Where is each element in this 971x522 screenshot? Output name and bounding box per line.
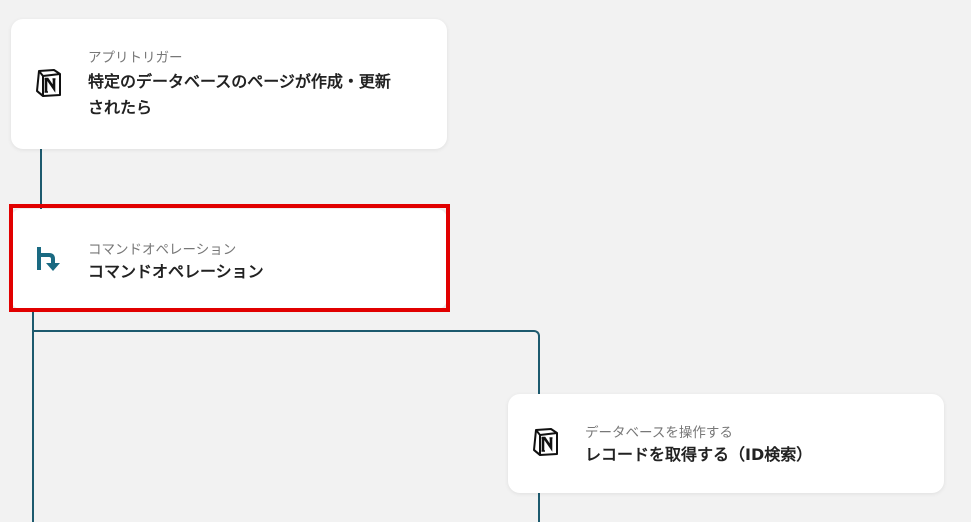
trigger-card[interactable]: アプリトリガー 特定のデータベースのページが作成・更新 されたら (11, 19, 447, 149)
connector-database-down (538, 492, 540, 522)
database-subtitle: データベースを操作する (585, 425, 733, 441)
branch-arrow-icon (32, 241, 68, 277)
trigger-subtitle: アプリトリガー (88, 50, 183, 66)
connector-command-down-left (32, 310, 34, 522)
notion-icon (33, 67, 65, 99)
trigger-title: 特定のデータベースのページが作成・更新 されたら (88, 72, 391, 117)
notion-icon (530, 426, 562, 458)
database-operation-card[interactable]: データベースを操作する レコードを取得する（ID検索） (508, 394, 944, 493)
command-title: コマンドオペレーション (88, 262, 264, 281)
connector-branch-right (33, 330, 540, 394)
command-subtitle: コマンドオペレーション (88, 242, 237, 258)
database-title: レコードを取得する（ID検索） (585, 445, 813, 464)
connector-trigger-to-command (40, 148, 42, 210)
command-operation-card[interactable]: コマンドオペレーション コマンドオペレーション (11, 209, 447, 309)
